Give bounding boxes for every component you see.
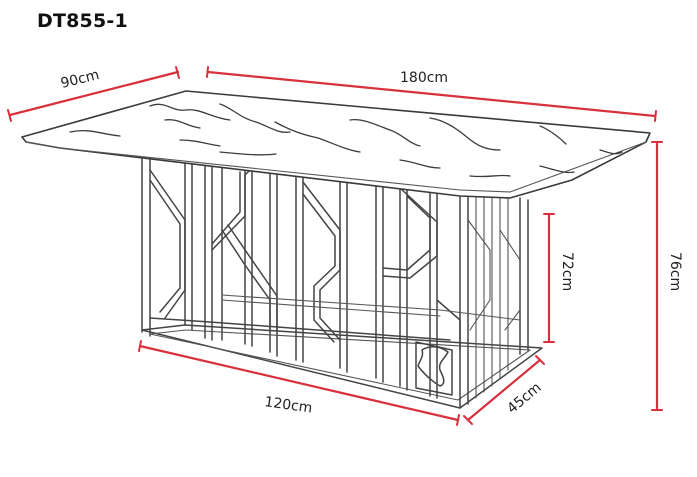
label-total-height: 76cm <box>667 252 683 291</box>
label-top-length: 180cm <box>400 70 448 86</box>
dimension-total-height: 76cm <box>651 140 683 412</box>
dimension-base-length: 120cm <box>138 340 460 426</box>
base-floor-inner <box>149 329 531 401</box>
marble-veins <box>69 103 623 178</box>
table-top-edge <box>25 141 647 193</box>
marble-table-top <box>21 90 651 199</box>
label-base-length: 120cm <box>263 394 313 417</box>
base-cutout-ornament <box>417 346 449 387</box>
product-code-title: DT855-1 <box>37 10 128 32</box>
front-zigzag-bars <box>149 167 461 351</box>
label-base-height: 72cm <box>559 252 575 291</box>
base-frame <box>141 151 543 409</box>
dimension-base-height: 72cm <box>543 212 575 344</box>
base-floor-outline <box>141 324 543 409</box>
side-panel-bars <box>467 191 521 399</box>
bottom-rail-rear-2 <box>221 299 441 317</box>
label-top-depth: 90cm <box>59 67 101 92</box>
bottom-rail-front <box>149 317 451 341</box>
dimension-top-length: 180cm <box>206 66 657 122</box>
bottom-rail-rear <box>221 294 521 321</box>
